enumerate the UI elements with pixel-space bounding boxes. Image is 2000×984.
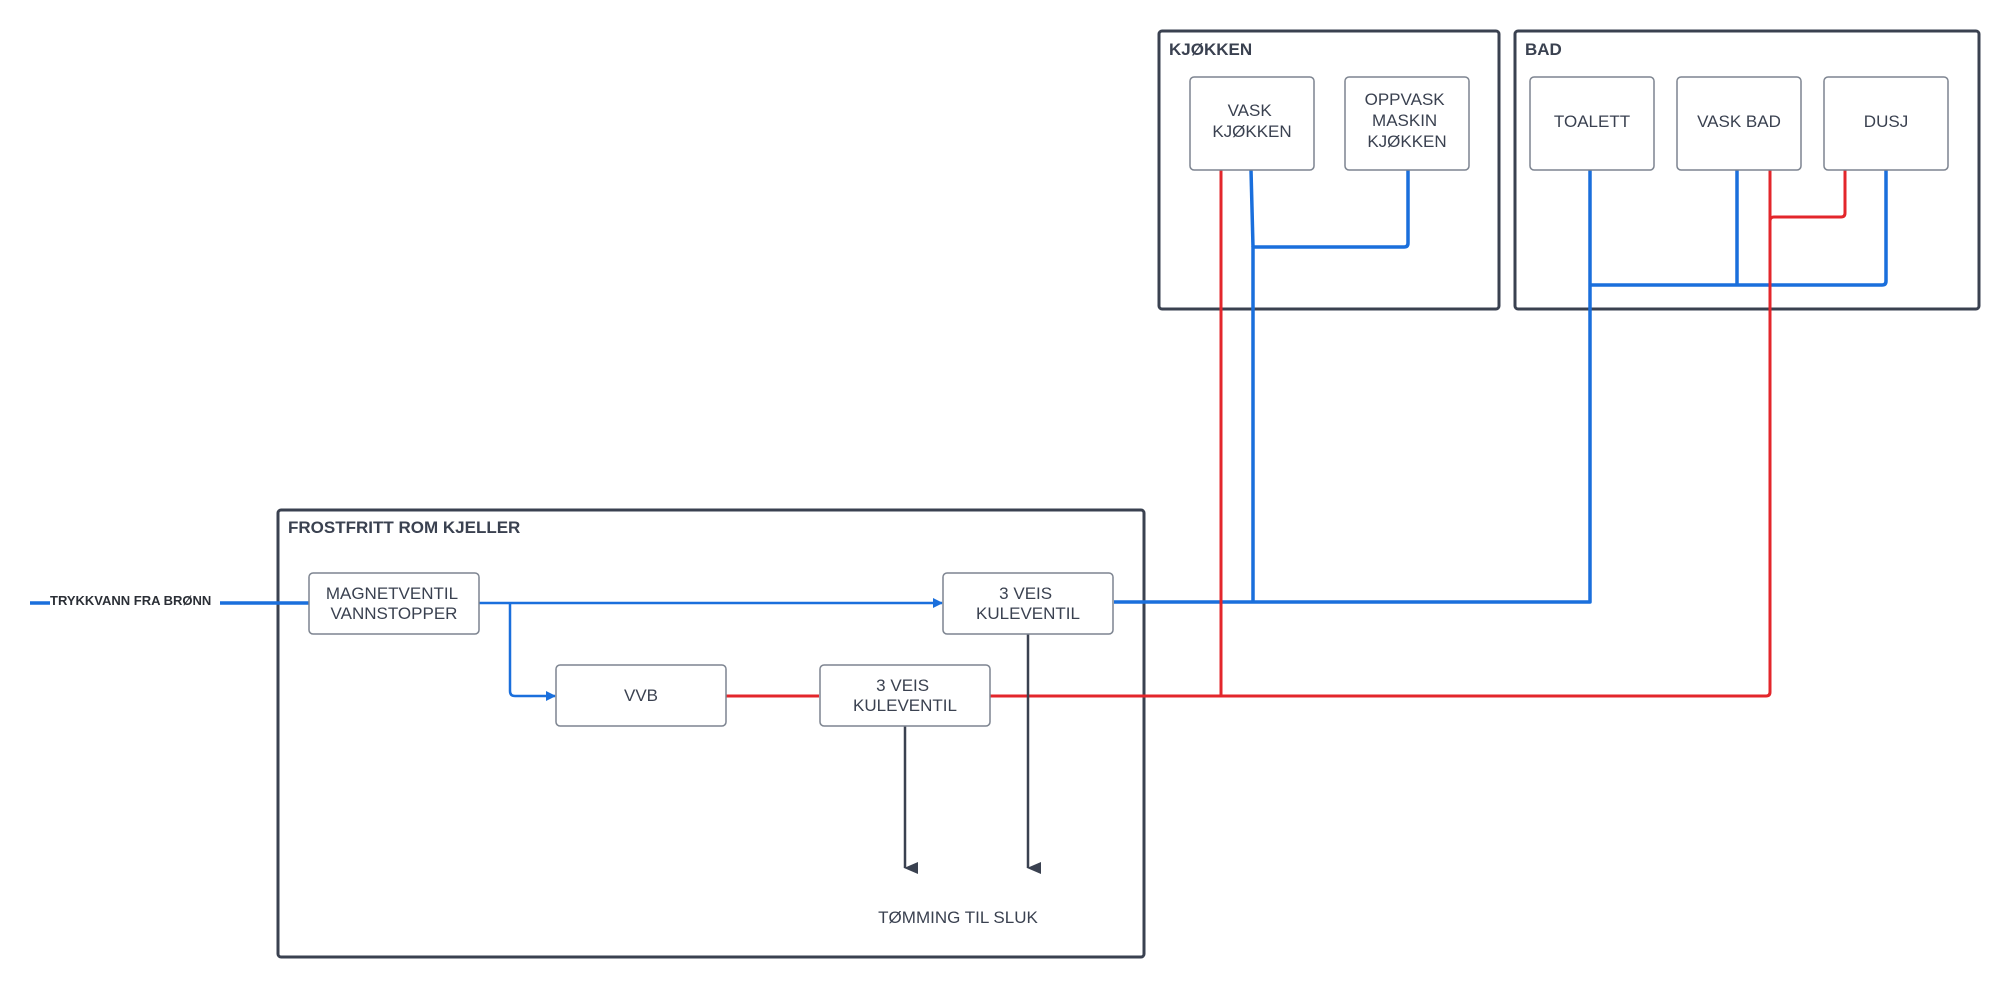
node-oppvask-line1: OPPVASK [1365,90,1446,109]
container-bad-title: BAD [1525,40,1562,59]
drain-label: TØMMING TIL SLUK [878,908,1038,927]
node-3veis-top-line1: 3 VEIS [999,584,1052,603]
node-3veis-bottom[interactable]: 3 VEIS KULEVENTIL [819,664,991,727]
node-oppvask-line2: MASKIN [1372,111,1437,130]
container-kjokken-title: KJØKKEN [1169,40,1252,59]
inlet-label: TRYKKVANN FRA BRØNN [50,593,211,608]
pipe-cold-dusj [1590,170,1888,287]
node-3veis-top[interactable]: 3 VEIS KULEVENTIL [942,572,1114,635]
node-magnetventil-line2: VANNSTOPPER [331,604,458,623]
node-3veis-top-line2: KULEVENTIL [976,604,1080,623]
node-dusj-label: DUSJ [1864,112,1908,131]
cold-water-pipes [30,169,1888,701]
node-oppvask-maskin[interactable]: OPPVASK MASKIN KJØKKEN [1344,76,1470,171]
node-vask-kjokken-line2: KJØKKEN [1212,122,1291,141]
pipe-hot-main [990,170,1847,698]
svg-text:VASK KJØKKEN: VASK KJØKKEN [1212,101,1291,141]
node-vvb-label: VVB [624,686,658,705]
node-3veis-bottom-line2: KULEVENTIL [853,696,957,715]
svg-text:MAGNETVENTIL VANNSTOPPER: MAGNETVENTIL VANNSTOPPER [326,584,462,623]
pipe-cold-kitchen [1251,170,1410,602]
container-kjokken: KJØKKEN [1157,29,1501,311]
node-vask-kjokken-line1: VASK [1228,101,1273,120]
pipe-cold-main [1114,170,1592,604]
svg-text:VASK BAD: VASK BAD [1697,112,1781,131]
svg-text:OPPVASK MASKIN KJØ: OPPVASK MASKIN KJØKKEN [1365,90,1450,151]
node-toalett[interactable]: TOALETT [1529,76,1655,171]
node-oppvask-line3: KJØKKEN [1367,132,1446,151]
node-vask-bad[interactable]: VASK BAD [1676,76,1802,171]
node-toalett-label: TOALETT [1554,112,1630,131]
node-vask-kjokken[interactable]: VASK KJØKKEN [1189,76,1315,171]
node-magnetventil[interactable]: MAGNETVENTIL VANNSTOPPER [308,572,480,635]
svg-text:VVB: VVB [624,686,658,705]
container-kjeller-title: FROSTFRITT ROM KJELLER [288,518,520,537]
node-vvb[interactable]: VVB [555,664,727,727]
node-3veis-bottom-line1: 3 VEIS [876,676,929,695]
svg-text:DUSJ: DUSJ [1864,112,1908,131]
node-magnetventil-line1: MAGNETVENTIL [326,584,458,603]
node-vask-bad-label: VASK BAD [1697,112,1781,131]
node-dusj[interactable]: DUSJ [1823,76,1949,171]
drain-lines [903,634,1041,874]
hot-water-pipes [726,170,1847,698]
svg-text:TOALETT: TOALETT [1554,112,1630,131]
container-bad: BAD [1513,29,1981,311]
pipe-to-vvb [508,603,556,701]
svg-text:3 VEIS KULEVENTIL: 3 VEIS KULEVENTIL [853,676,957,715]
container-kjeller: FROSTFRITT ROM KJELLER [276,508,1146,959]
svg-text:3 VEIS KULEVENTIL: 3 VEIS KULEVENTIL [976,584,1080,623]
pipe-cold-vask-kjokken [1249,169,1255,248]
